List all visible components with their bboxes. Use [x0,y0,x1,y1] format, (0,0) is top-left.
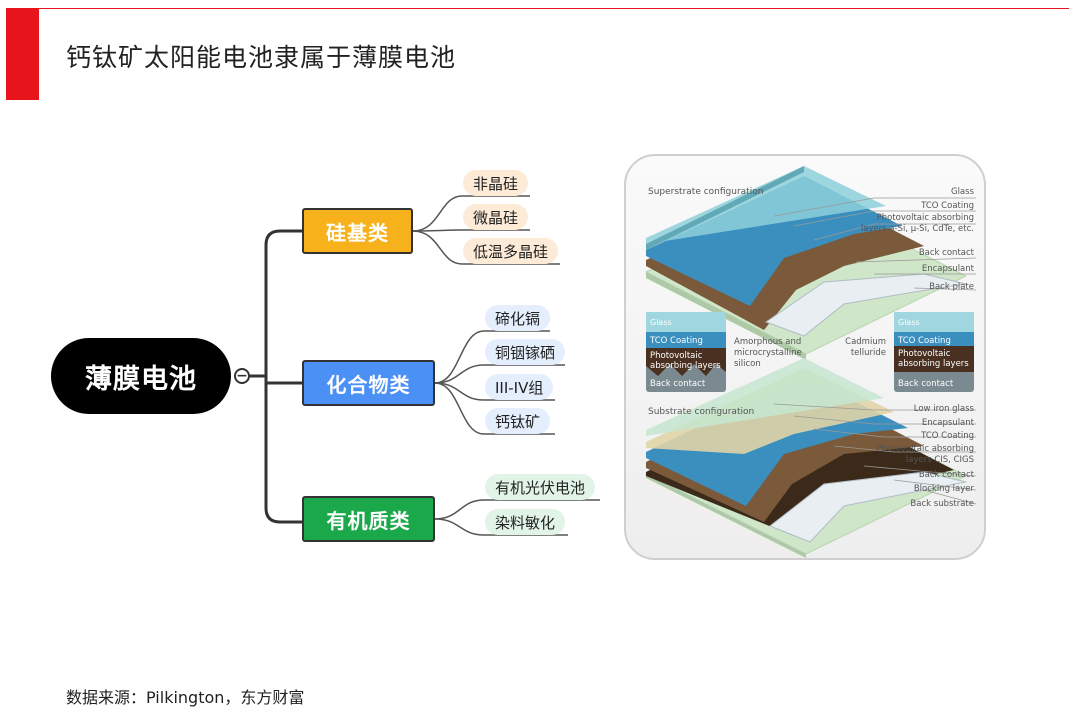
svg-text:absorbing layers: absorbing layers [898,359,969,369]
svg-text:silicon: silicon [734,359,761,369]
substrate-leaders [773,403,977,505]
header-rule [39,8,1069,9]
superstrate-title: Superstrate configuration [648,187,763,197]
svg-text:Back substrate: Back substrate [910,499,974,509]
superstrate-labels: Glass TCO Coating Photovoltaic absorbing… [861,187,975,292]
substrate-title: Substrate configuration [648,407,754,417]
svg-text:Glass: Glass [898,318,920,327]
mindmap-connectors [250,195,600,536]
svg-text:Back plate: Back plate [929,282,974,292]
category-silicon[interactable]: 硅基类 [302,208,413,254]
leaf-amorphous-silicon[interactable]: 非晶硅 [463,170,529,196]
category-compound[interactable]: 化合物类 [302,360,435,406]
substrate-labels: Low iron glass Encapsulant TCO Coating P… [877,404,975,509]
source-note: 数据来源：Pilkington，东方财富 [66,688,305,707]
legend-right: Glass TCO Coating Photovoltaic absorbing… [894,312,974,392]
svg-text:Photovoltaic: Photovoltaic [650,351,703,361]
leaf-opv[interactable]: 有机光伏电池 [485,474,596,500]
svg-text:Cadmium: Cadmium [845,337,886,347]
superstrate-leaders [773,197,977,291]
collapse-toggle[interactable]: − [234,368,250,384]
svg-text:TCO Coating: TCO Coating [920,431,974,441]
svg-text:Photovoltaic: Photovoltaic [898,349,951,359]
svg-text:Low iron glass: Low iron glass [914,404,975,414]
svg-text:Back contact: Back contact [919,248,975,258]
category-organic[interactable]: 有机质类 [302,496,435,542]
svg-text:TCO Coating: TCO Coating [649,336,703,346]
svg-text:Blocking layer: Blocking layer [914,484,975,494]
svg-text:Back contact: Back contact [650,379,706,389]
svg-text:TCO Coating: TCO Coating [897,336,951,346]
header-accent-bar [6,8,39,100]
leaf-iii-iv[interactable]: III-IV组 [485,374,554,400]
svg-text:Glass: Glass [951,187,975,197]
svg-text:Encapsulant: Encapsulant [922,264,975,274]
svg-text:Photovoltaic absorbing: Photovoltaic absorbing [877,444,974,454]
svg-text:Encapsulant: Encapsulant [922,418,975,428]
legend-right-caption: Cadmium telluride [845,337,886,358]
leaf-perovskite[interactable]: 钙钛矿 [485,408,551,434]
svg-text:Back contact: Back contact [919,470,975,480]
leaf-microcrystalline-silicon[interactable]: 微晶硅 [463,204,529,230]
svg-text:absorbing layers: absorbing layers [650,361,721,371]
svg-text:layers CIS, CIGS: layers CIS, CIGS [906,455,974,465]
svg-text:TCO Coating: TCO Coating [920,201,974,211]
svg-text:Amorphous and: Amorphous and [734,337,801,347]
leaf-cigs[interactable]: 铜铟镓硒 [485,339,566,365]
superstrate-stack [644,166,968,360]
svg-text:Back contact: Back contact [898,379,954,389]
thin-film-configuration-figure: Superstrate configuration Glass TCO Coat… [624,154,986,560]
svg-text:Glass: Glass [650,318,672,327]
svg-text:microcrystalline: microcrystalline [734,348,802,358]
leaf-cdte[interactable]: 碲化镉 [485,305,551,331]
svg-text:layers a-Si, µ-Si, CdTe, etc.: layers a-Si, µ-Si, CdTe, etc. [861,224,974,234]
legend-left-caption: Amorphous and microcrystalline silicon [734,337,802,369]
leaf-ltps[interactable]: 低温多晶硅 [463,238,559,264]
legend-left: Glass TCO Coating Photovoltaic absorbing… [646,312,726,392]
svg-text:Photovoltaic absorbing: Photovoltaic absorbing [877,213,974,223]
root-node[interactable]: 薄膜电池 [51,338,231,414]
page-title: 钙钛矿太阳能电池隶属于薄膜电池 [66,43,457,72]
leaf-dssc[interactable]: 染料敏化 [485,509,566,535]
svg-text:telluride: telluride [851,348,886,358]
